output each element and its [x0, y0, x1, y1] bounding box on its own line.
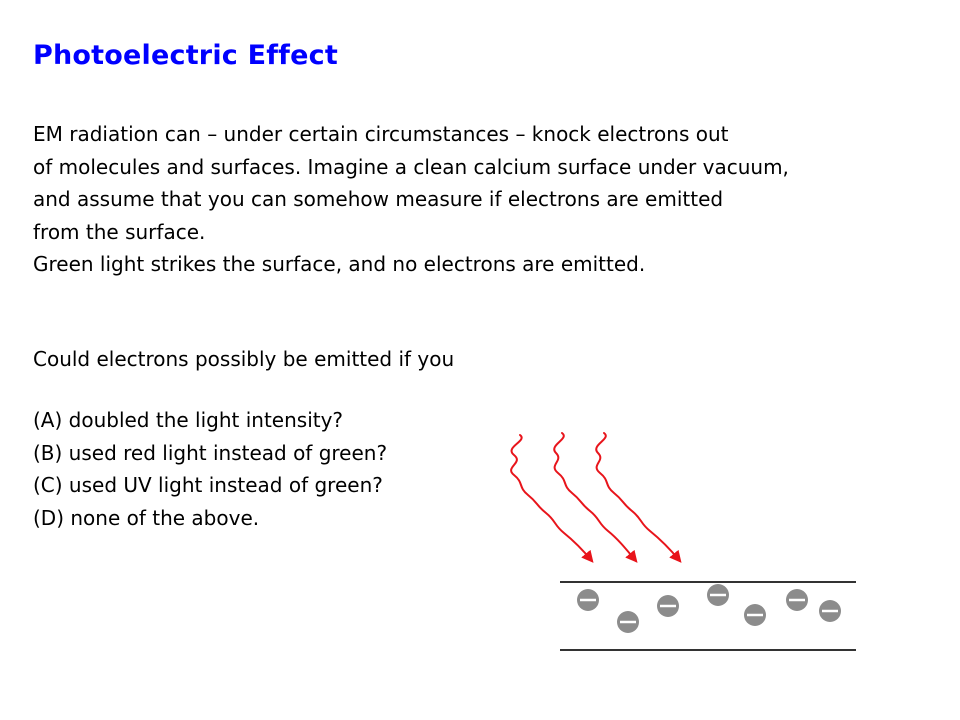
- electron-icon: [786, 589, 808, 611]
- electron-icon: [577, 589, 599, 611]
- electron-icon: [617, 611, 639, 633]
- photoelectric-figure: [510, 432, 856, 651]
- option-d: (D) none of the above.: [33, 505, 260, 530]
- electrons: [577, 584, 841, 633]
- question-text: Could electrons possibly be emitted if y…: [33, 347, 455, 371]
- wavy-light-ray-icon: [553, 432, 638, 563]
- option-a: (A) doubled the light intensity?: [33, 408, 344, 432]
- option-c: (C) used UV light instead of green?: [33, 473, 383, 497]
- electron-icon: [744, 604, 766, 626]
- intro-line: of molecules and surfaces. Imagine a cle…: [33, 154, 789, 179]
- wavy-light-ray-icon: [595, 432, 682, 563]
- intro-line: and assume that you can somehow measure …: [33, 187, 724, 211]
- intro-line: Green light strikes the surface, and no …: [33, 252, 646, 276]
- wavy-light-ray-icon: [510, 434, 594, 563]
- electron-icon: [819, 600, 841, 622]
- intro-line: EM radiation can – under certain circums…: [33, 122, 729, 146]
- electron-icon: [657, 595, 679, 617]
- slide-title: Photoelectric Effect: [33, 40, 338, 71]
- electron-icon: [707, 584, 729, 606]
- intro-line: from the surface.: [33, 219, 206, 244]
- light-rays: [510, 432, 682, 563]
- answer-options: (A) doubled the light intensity? (B) use…: [33, 404, 387, 534]
- intro-paragraph: EM radiation can – under certain circums…: [33, 118, 789, 281]
- option-b: (B) used red light instead of green?: [33, 440, 388, 465]
